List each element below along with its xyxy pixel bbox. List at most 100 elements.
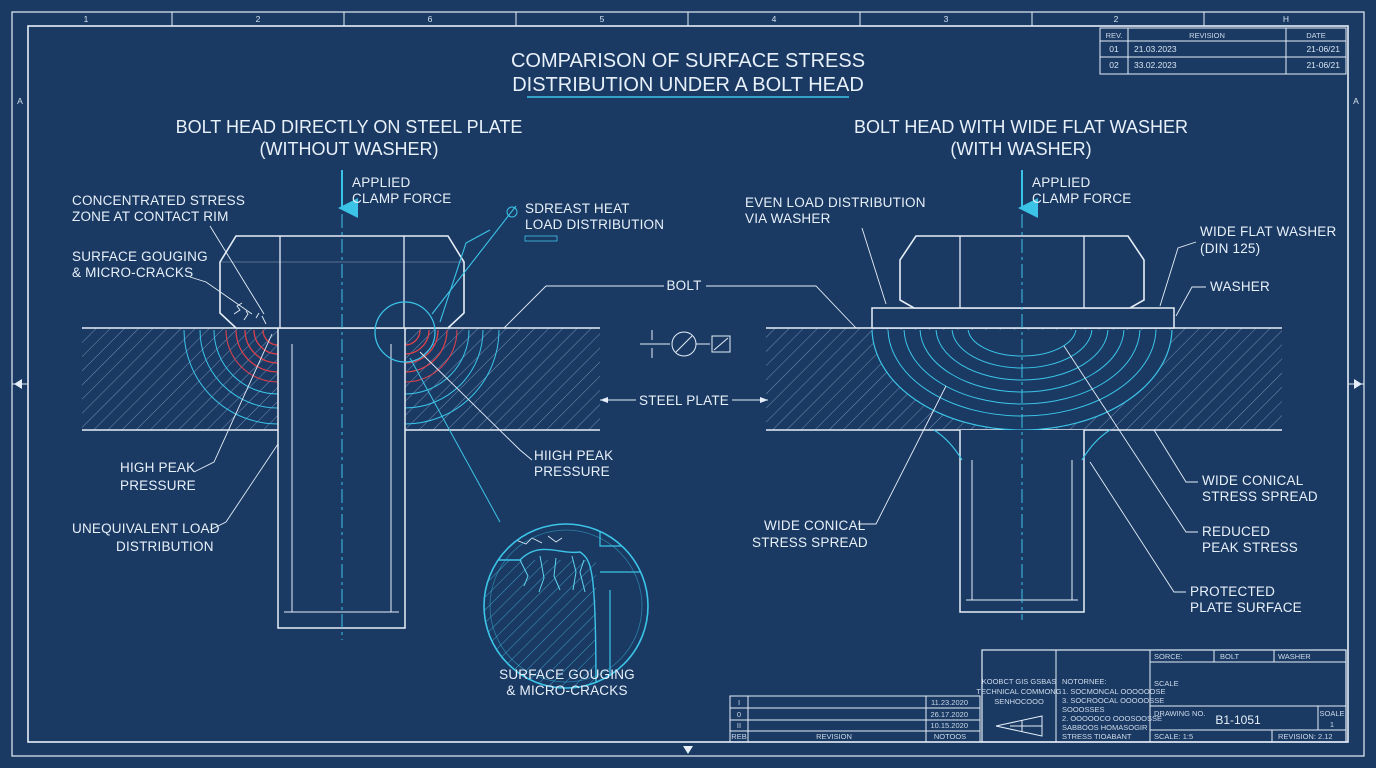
note-line: SOOOSSES — [1062, 705, 1105, 714]
drawing-no-label: DRAWING NO. — [1154, 709, 1205, 718]
conical-spread-left-label: STRESS SPREAD — [752, 535, 868, 550]
date-cell: 21-06/21 — [1306, 44, 1340, 54]
note-line: 3. SOCROOCAL OOOOOSSE — [1062, 696, 1164, 705]
even-load-label: EVEN LOAD DISTRIBUTION — [745, 195, 926, 210]
rev-header: REV. — [1106, 31, 1123, 40]
note-line: 2. OOOOOCO OOOSOOSSE — [1062, 714, 1162, 723]
title-line-2: DISTRIBUTION UNDER A BOLT HEAD — [512, 74, 864, 96]
revision-cell: 33.02.2023 — [1134, 60, 1177, 70]
company-line: TECHNICAL COMMONG — [976, 687, 1061, 696]
washer-spec-label: WIDE FLAT WASHER — [1200, 224, 1337, 239]
zone-label: 6 — [428, 14, 433, 24]
company-line: SENHOCOOO — [994, 697, 1044, 706]
high-peak-right-label: HIIGH PEAK — [534, 448, 613, 463]
note-line: SABBOOS HOMASOGIR — [1062, 723, 1148, 732]
scale-value: SCALE: 1:5 — [1154, 732, 1193, 741]
zone-label-left: A — [17, 96, 23, 106]
drawing-number: B1-1051 — [1215, 713, 1261, 727]
zone-label: 2 — [1114, 14, 1119, 24]
surface-gouging-label: SURFACE GOUGING — [72, 249, 208, 264]
date-cell: 11.23.2020 — [931, 698, 968, 707]
zone-label: 2 — [256, 14, 261, 24]
zone-label: H — [1283, 14, 1289, 24]
date-cell: 21-06/21 — [1306, 60, 1340, 70]
rev-footer: REB — [731, 732, 746, 741]
note-line: STRESS TIOABANT — [1062, 732, 1132, 741]
bottom-revision-table: I 11.23.2020 0 26.17.2020 II 10.15.2020 … — [729, 695, 981, 743]
reduced-stress-label: PEAK STRESS — [1202, 540, 1298, 555]
unequivalent-load-label: UNEQUIVALENT LOAD — [72, 521, 220, 536]
revision-footer: REVISION — [816, 732, 852, 741]
high-peak-left-label: HIGH PEAK — [120, 460, 195, 475]
sheet-label: SOALE — [1319, 709, 1344, 718]
zone-label: 5 — [600, 14, 605, 24]
protected-surface-label: PROTECTED — [1190, 584, 1275, 599]
protected-surface-label: PLATE SURFACE — [1190, 600, 1302, 615]
even-load-label: VIA WASHER — [745, 211, 831, 226]
notes-title: NOTORNEE: — [1062, 677, 1106, 686]
left-view-subheading: (WITHOUT WASHER) — [260, 139, 439, 159]
rev-cell: II — [737, 721, 741, 730]
right-callouts: APPLIED CLAMP FORCE EVEN LOAD DISTRIBUTI… — [745, 175, 1337, 615]
bolt-cell: BOLT — [1220, 652, 1239, 661]
conical-spread-right-label: WIDE CONICAL — [1202, 473, 1304, 488]
detail-label: & MICRO-CRACKS — [506, 683, 627, 698]
surface-gouging-label: & MICRO-CRACKS — [72, 265, 193, 280]
company-line: KOOBCT GIS GSBAS — [982, 677, 1056, 686]
date-footer: NOTOOS — [934, 732, 966, 741]
detail-label: SURFACE GOUGING — [499, 667, 635, 682]
revision-table: REV. REVISION DATE 01 21.03.2023 21-06/2… — [1099, 27, 1347, 75]
high-peak-right-label: PRESSURE — [534, 464, 610, 479]
title-line-1: COMPARISON OF SURFACE STRESS — [511, 50, 865, 72]
concentrated-stress-label: ZONE AT CONTACT RIM — [72, 209, 229, 224]
detail-magnifier: SURFACE GOUGING & MICRO-CRACKS — [483, 523, 649, 698]
zone-label: 1 — [84, 14, 89, 24]
applied-force-label: APPLIED — [1032, 175, 1090, 190]
high-peak-left-label: PRESSURE — [120, 478, 196, 493]
rev-cell: I — [738, 698, 740, 707]
left-view-heading: BOLT HEAD DIRECTLY ON STEEL PLATE — [176, 117, 523, 137]
revision-value: REVISION: 2.12 — [1278, 732, 1333, 741]
wide-flat-washer — [871, 307, 1175, 329]
left-callouts: CONCENTRATED STRESS ZONE AT CONTACT RIM … — [72, 175, 664, 554]
rev-cell: 01 — [1109, 44, 1119, 54]
zone-label: 3 — [944, 14, 949, 24]
date-cell: 26.17.2020 — [930, 710, 968, 719]
applied-force-label: CLAMP FORCE — [1032, 191, 1131, 206]
right-bolt-assembly — [766, 170, 1282, 620]
left-bolt-assembly — [82, 170, 600, 640]
applied-force-label: CLAMP FORCE — [352, 191, 451, 206]
conical-spread-right-label: STRESS SPREAD — [1202, 489, 1318, 504]
right-view-heading: BOLT HEAD WITH WIDE FLAT WASHER — [854, 117, 1188, 137]
revision-header: REVISION — [1189, 31, 1225, 40]
applied-force-label: APPLIED — [352, 175, 410, 190]
rev-cell: 02 — [1109, 60, 1119, 70]
date-cell: 10.15.2020 — [930, 721, 968, 730]
drawing-border: 1 2 6 5 4 3 2 H A A — [11, 11, 1365, 757]
sheet-value: 1 — [1330, 720, 1334, 729]
washer-cell: WASHER — [1278, 652, 1311, 661]
steel-plate-label: STEEL PLATE — [639, 393, 729, 408]
title-block: SORCE: BOLT WASHER SCALE DRAWING NO. B1-… — [976, 649, 1347, 743]
right-view-subheading: (WITH WASHER) — [950, 139, 1091, 159]
scale-label: SCALE — [1154, 679, 1179, 688]
washer-spec-label: (DIN 125) — [1200, 241, 1260, 256]
conical-spread-left-label: WIDE CONICAL — [764, 518, 866, 533]
load-distribution-label: LOAD DISTRIBUTION — [525, 217, 664, 232]
datum-symbols — [640, 330, 731, 358]
rev-cell: 0 — [737, 710, 741, 719]
zone-label: 4 — [772, 14, 777, 24]
center-labels: BOLT STEEL PLATE — [503, 278, 857, 408]
drawing-title: COMPARISON OF SURFACE STRESS DISTRIBUTIO… — [511, 50, 865, 98]
zone-label-right: A — [1353, 96, 1359, 106]
load-distribution-label: SDREAST HEAT — [525, 201, 630, 216]
bolt-label: BOLT — [666, 278, 701, 293]
note-line: 1. SOCMONCAL OOOOOOSE — [1062, 687, 1166, 696]
concentrated-stress-label: CONCENTRATED STRESS — [72, 193, 245, 208]
washer-label: WASHER — [1210, 279, 1270, 294]
revision-cell: 21.03.2023 — [1134, 44, 1177, 54]
date-header: DATE — [1306, 31, 1325, 40]
unequivalent-load-label: DISTRIBUTION — [116, 539, 214, 554]
source-cell: SORCE: — [1154, 652, 1183, 661]
